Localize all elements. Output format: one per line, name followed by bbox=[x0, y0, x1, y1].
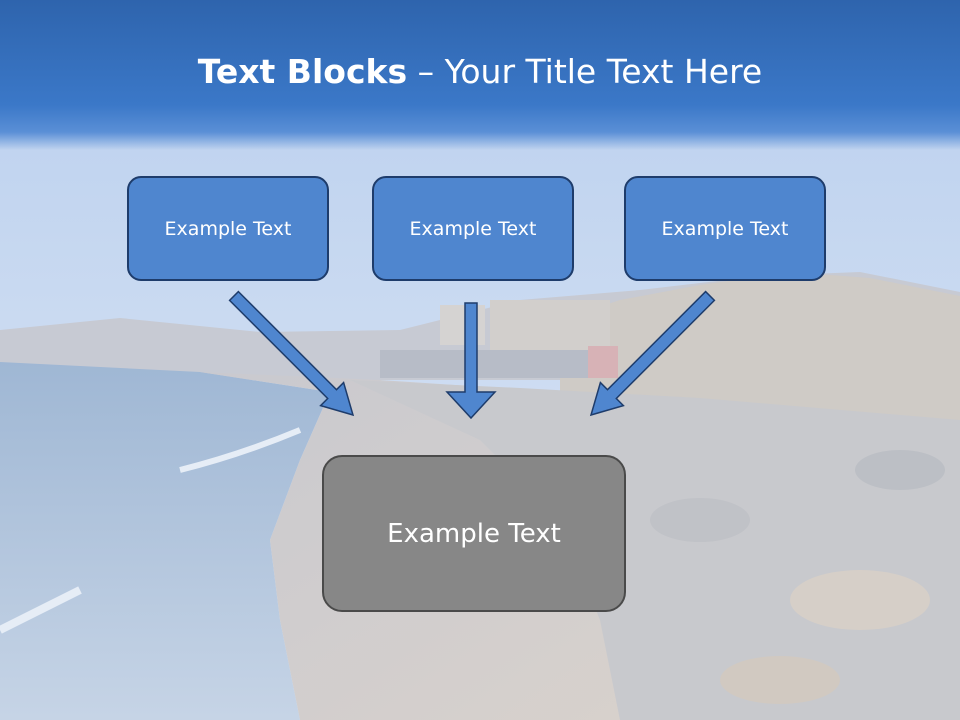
text-block-2[interactable]: Example Text bbox=[372, 176, 574, 281]
title-bar bbox=[0, 0, 960, 150]
target-text-block-label: Example Text bbox=[387, 518, 561, 549]
text-block-3-label: Example Text bbox=[661, 217, 789, 240]
title-separator: – bbox=[407, 52, 445, 91]
title-bold-part: Text Blocks bbox=[197, 52, 408, 91]
text-block-2-label: Example Text bbox=[409, 217, 537, 240]
text-block-1-label: Example Text bbox=[164, 217, 292, 240]
text-block-3[interactable]: Example Text bbox=[624, 176, 826, 281]
target-text-block[interactable]: Example Text bbox=[322, 455, 626, 612]
slide-title: Text Blocks – Your Title Text Here bbox=[0, 52, 960, 91]
title-regular-part: Your Title Text Here bbox=[444, 52, 763, 91]
text-block-1[interactable]: Example Text bbox=[127, 176, 329, 281]
